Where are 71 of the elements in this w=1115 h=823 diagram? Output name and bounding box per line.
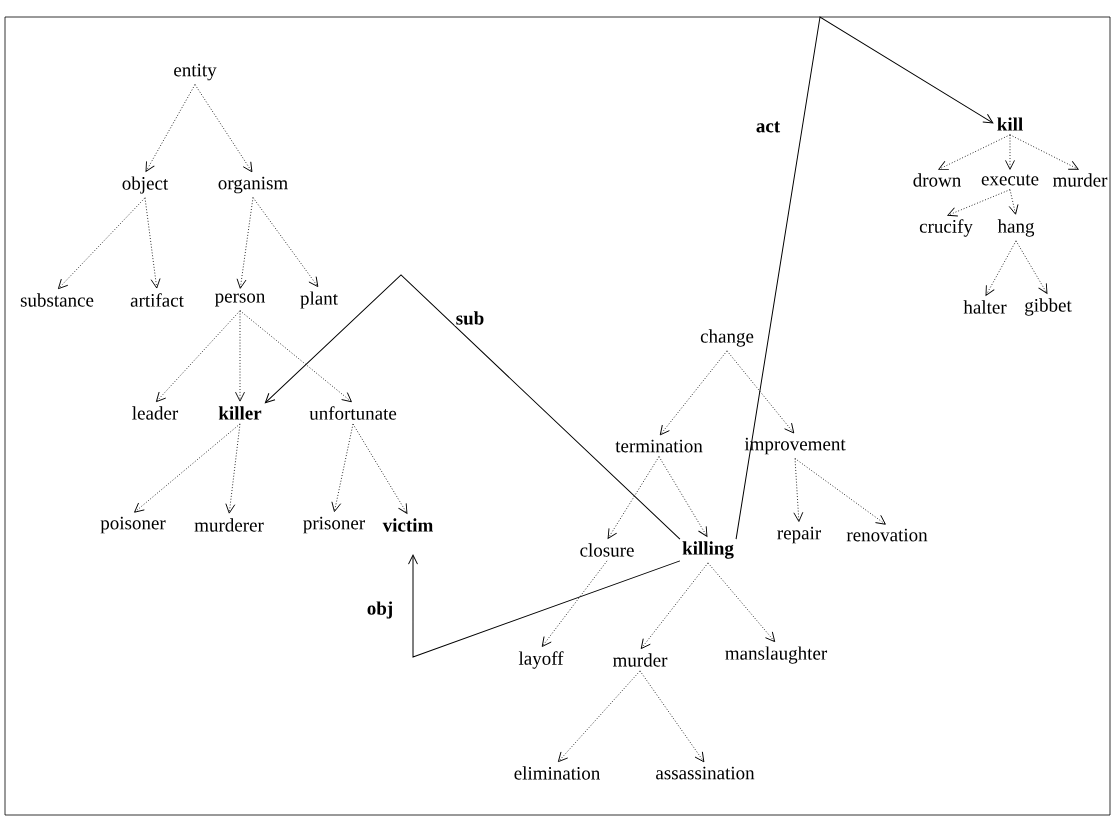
hierarchy-arrow [557,670,641,763]
hierarchy-arrow [541,560,608,647]
term-label: elimination [514,766,600,780]
term-label: killing [682,541,734,559]
hierarchy-arrow [659,350,728,436]
hierarchy-arrow [155,310,241,403]
hierarchy-arrow [252,197,319,287]
term-label: execute [981,174,1039,186]
term-label: termination [615,439,703,453]
hierarchy-arrow [134,423,241,513]
hierarchy-arrow [144,197,161,289]
hierarchy-arrow [1005,134,1015,170]
term-label: manslaughter [725,646,828,664]
term-label: change [700,329,754,347]
edge-label: obj [365,600,395,620]
term-label: halter [963,300,1007,314]
term-label: assassination [656,766,755,780]
term-label: closure [580,543,634,557]
hierarchy-arrow [607,456,660,539]
term-label: gibbet [1025,298,1072,316]
term-label: murderer [194,518,264,532]
term-label: object [122,176,169,194]
hierarchy-arrow [239,310,352,403]
term-label: prisoner [303,516,365,534]
term-label: entity [174,63,217,81]
term-label: crucify [919,219,973,237]
relation-arrow [408,554,681,658]
term-label: drown [913,173,961,187]
term-label: victim [382,518,433,532]
hierarchy-arrow [938,134,1011,170]
term-label: plant [300,291,338,309]
hierarchy-arrow [1015,240,1048,294]
hierarchy-arrow [236,197,254,289]
hierarchy-arrow [352,423,408,514]
hierarchy-arrow [331,423,354,512]
term-label: layoff [518,651,564,669]
hierarchy-arrow [235,310,245,402]
term-label: unfortunate [309,406,397,420]
hierarchy-arrow [225,423,241,514]
term-label: improvement [744,437,846,455]
term-label: killer [218,406,262,420]
relation-arrow [735,16,994,540]
relation-arrow [264,274,681,540]
edge-label: sub [454,310,486,326]
hierarchy-arrow [640,562,709,649]
hierarchy-arrow [57,197,146,290]
hierarchy-arrow [707,562,776,643]
term-label: murder [1052,173,1108,187]
hierarchy-arrow [1009,134,1079,170]
hierarchy-arrow [947,189,1011,217]
term-label: organism [218,176,288,194]
hierarchy-arrow [726,350,795,434]
term-label: kill [997,117,1023,131]
hierarchy-arrow [194,84,253,173]
term-label: repair [777,526,821,544]
term-label: poisoner [100,516,166,534]
hierarchy-arrow [145,84,196,172]
term-label: leader [132,406,179,420]
hierarchy-arrow [985,240,1017,296]
edge-label: act [754,120,782,134]
term-label: artifact [130,293,184,307]
hierarchy-arrow [1008,189,1019,215]
term-label: substance [20,293,94,307]
hierarchy-arrow [794,458,886,525]
term-label: hang [997,219,1035,237]
term-label: renovation [846,528,928,542]
hierarchy-arrow [639,670,705,763]
hierarchy-arrow [658,456,708,537]
hierarchy-arrow [793,458,804,522]
term-label: person [215,293,266,307]
term-label: murder [612,653,668,667]
